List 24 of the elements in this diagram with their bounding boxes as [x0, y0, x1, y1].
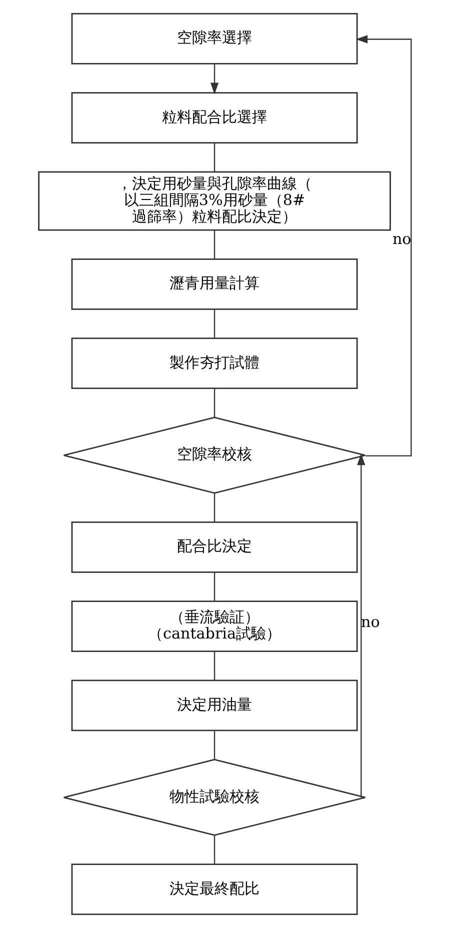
node-box: 空隙率選擇: [71, 12, 358, 64]
connector: [214, 230, 216, 258]
node-box: 製作夯打試體: [71, 337, 358, 389]
connector: [214, 308, 216, 338]
arrow: [356, 34, 412, 456]
connector: [214, 492, 216, 522]
connector: [214, 142, 216, 172]
node-box: 粒料配合比選擇: [71, 92, 358, 144]
connector: [214, 650, 216, 680]
node-box: （垂流驗証） （cantabria試驗）: [71, 600, 358, 652]
node-box: 決定最終配比: [71, 863, 358, 915]
connector: [214, 730, 216, 760]
node-box: 決定用油量: [71, 679, 358, 731]
arrow: [357, 453, 366, 797]
node-box: 瀝青用量計算: [71, 258, 358, 310]
connector: [214, 388, 216, 417]
arrow: [210, 63, 219, 94]
node-box: 配合比決定: [71, 520, 358, 572]
edge-label: no: [361, 612, 380, 630]
edge-label: no: [392, 229, 412, 248]
node-diamond: 物性試驗校核: [63, 758, 366, 836]
connector: [214, 572, 216, 601]
node-box: ，決定用砂量與孔隙率曲線（以三組間隔3%用砂量（8#過篩率）粒料配比決定）: [38, 170, 391, 230]
connector: [214, 834, 216, 864]
